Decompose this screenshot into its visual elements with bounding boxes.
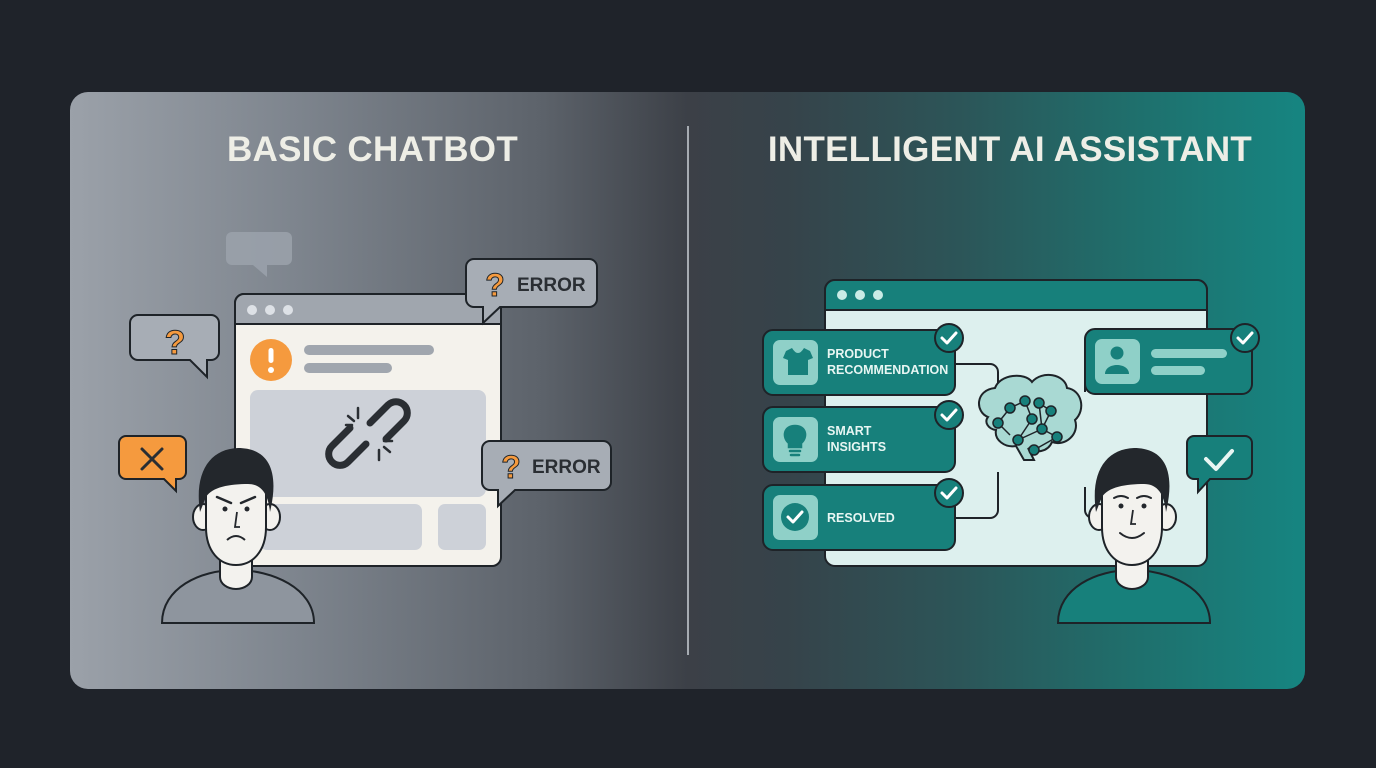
frustrated-user-avatar	[160, 448, 316, 624]
feature-label-line1: PRODUCT	[827, 347, 889, 361]
error-bubble-top: ? ERROR	[465, 258, 598, 326]
reject-bubble	[118, 435, 187, 494]
feature-label-line1: SMART	[827, 424, 872, 438]
alert-icon	[250, 339, 292, 381]
profile-card	[1084, 323, 1260, 395]
feature-label-line2: RECOMMENDATION	[827, 363, 948, 377]
feature-label-line2: INSIGHTS	[827, 440, 886, 454]
check-badge-icon	[934, 323, 964, 353]
faint-speech-bubble-icon	[226, 232, 292, 277]
feature-label: RESOLVED	[827, 511, 895, 525]
question-bubble: ?	[129, 314, 220, 380]
error-bubble-bottom: ? ERROR	[481, 440, 612, 509]
feature-card-smart-insights: SMART INSIGHTS	[762, 400, 964, 473]
reply-check-bubble	[1186, 435, 1253, 495]
broken-link-icon	[325, 398, 411, 469]
feature-card-product-recommendation: PRODUCT RECOMMENDATION	[762, 323, 964, 396]
question-mark-icon: ?	[165, 324, 186, 362]
brain-network-icon	[978, 373, 1083, 461]
error-label: ERROR	[532, 457, 601, 478]
panel-divider	[687, 126, 689, 655]
check-badge-icon	[934, 400, 964, 430]
basic-chatbot-title: BASIC CHATBOT	[226, 130, 518, 169]
tshirt-icon	[783, 348, 813, 375]
happy-user-avatar	[1056, 448, 1212, 624]
question-mark-icon: ?	[485, 267, 505, 303]
check-badge-icon	[1230, 323, 1260, 353]
error-label: ERROR	[517, 275, 586, 296]
lightbulb-icon	[783, 424, 807, 457]
check-icon	[1204, 449, 1234, 471]
comparison-card: BASIC CHATBOT INTELLIGENT AI ASSISTANT	[70, 92, 1305, 689]
x-icon	[140, 447, 164, 471]
check-badge-icon	[934, 478, 964, 508]
feature-card-resolved: RESOLVED	[762, 478, 964, 551]
check-circle-icon	[781, 503, 809, 531]
ai-assistant-title: INTELLIGENT AI ASSISTANT	[767, 130, 1253, 169]
user-icon	[1105, 346, 1129, 374]
question-mark-icon: ?	[501, 449, 521, 485]
